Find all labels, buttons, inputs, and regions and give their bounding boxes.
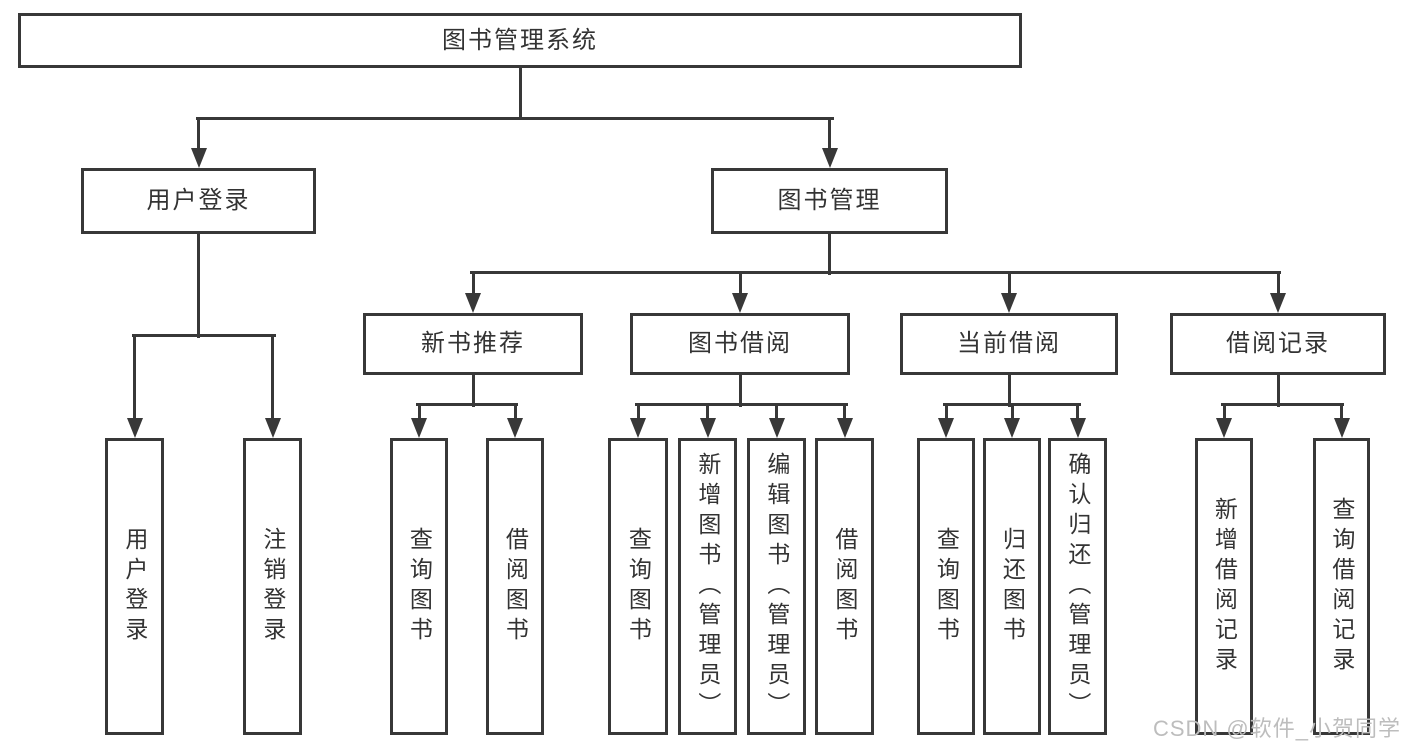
node-current-borrow: 当前借阅 [900, 313, 1118, 375]
node-borrow-records: 借阅记录 [1170, 313, 1386, 375]
arrowhead-down [1001, 293, 1017, 313]
arrowhead-down [699, 418, 716, 438]
connector-stem [828, 234, 831, 275]
connector-drop [417, 404, 421, 422]
arrowhead-down [1004, 418, 1020, 438]
arrowhead-down [126, 418, 143, 438]
connector-drop [636, 404, 640, 422]
node-library-management-system: 图书管理系统 [18, 13, 1022, 68]
connector-drop [471, 272, 475, 297]
arrowhead-down [938, 418, 954, 438]
connector-stem [197, 234, 200, 338]
arrowhead-down [1270, 293, 1286, 313]
arrowhead-down [768, 418, 785, 438]
connector-stem [518, 68, 522, 120]
connector-drop [944, 404, 948, 422]
node-leaf-return-books: 归还图书 [983, 438, 1041, 735]
node-book-management-branch: 图书管理 [711, 168, 948, 234]
arrowhead-down [836, 418, 853, 438]
connector-drop [513, 404, 517, 422]
node-leaf-add-books-admin: 新增图书（管理员） [678, 438, 737, 735]
node-leaf-add-borrow-record: 新增借阅记录 [1195, 438, 1253, 735]
connector-stem [738, 375, 742, 407]
arrowhead-down [1069, 418, 1086, 438]
connector-drop [738, 272, 742, 297]
arrowhead-down [190, 148, 207, 168]
node-user-login-branch: 用户登录 [81, 168, 316, 234]
connector-drop [843, 404, 846, 422]
connector-bar [131, 333, 276, 337]
arrowhead-down [507, 418, 523, 438]
connector-drop [1276, 272, 1280, 297]
arrowhead-down [821, 148, 838, 168]
node-leaf-logout: 注销登录 [243, 438, 302, 735]
connector-drop [197, 118, 200, 152]
connector-drop [706, 404, 709, 422]
connector-drop [1222, 404, 1226, 422]
arrowhead-down [465, 293, 481, 313]
connector-drop [775, 404, 778, 422]
node-leaf-query-borrow-record: 查询借阅记录 [1313, 438, 1370, 735]
connector-drop [1010, 404, 1014, 422]
connector-bar [1221, 402, 1344, 406]
node-leaf-borrow-books-1: 借阅图书 [486, 438, 544, 735]
connector-drop [1340, 404, 1343, 422]
connector-stem [1007, 375, 1011, 407]
arrowhead-down [732, 293, 748, 313]
node-new-book-recommend: 新书推荐 [363, 313, 583, 375]
connector-bar [470, 270, 1281, 274]
connector-drop [828, 118, 831, 152]
arrowhead-down [264, 418, 281, 438]
connector-drop [271, 335, 274, 422]
connector-bar [195, 116, 834, 120]
node-leaf-query-books-1: 查询图书 [390, 438, 448, 735]
node-leaf-edit-books-admin: 编辑图书（管理员） [747, 438, 806, 735]
node-leaf-query-books-2: 查询图书 [608, 438, 668, 735]
connector-stem [471, 375, 475, 407]
connector-drop [1076, 404, 1079, 422]
arrowhead-down [1333, 418, 1350, 438]
arrowhead-down [1216, 418, 1232, 438]
connector-drop [1007, 272, 1011, 297]
node-leaf-confirm-return-admin: 确认归还（管理员） [1048, 438, 1107, 735]
connector-bar [416, 402, 518, 406]
connector-stem [1276, 375, 1280, 407]
connector-bar [635, 402, 848, 406]
watermark: CSDN @软件_小贺同学 [1152, 716, 1401, 741]
node-leaf-user-login: 用户登录 [105, 438, 164, 735]
node-leaf-borrow-books-2: 借阅图书 [815, 438, 874, 735]
arrowhead-down [630, 418, 646, 438]
arrowhead-down [411, 418, 427, 438]
node-book-borrow: 图书借阅 [630, 313, 850, 375]
connector-drop [133, 335, 136, 422]
node-leaf-query-books-3: 查询图书 [917, 438, 975, 735]
